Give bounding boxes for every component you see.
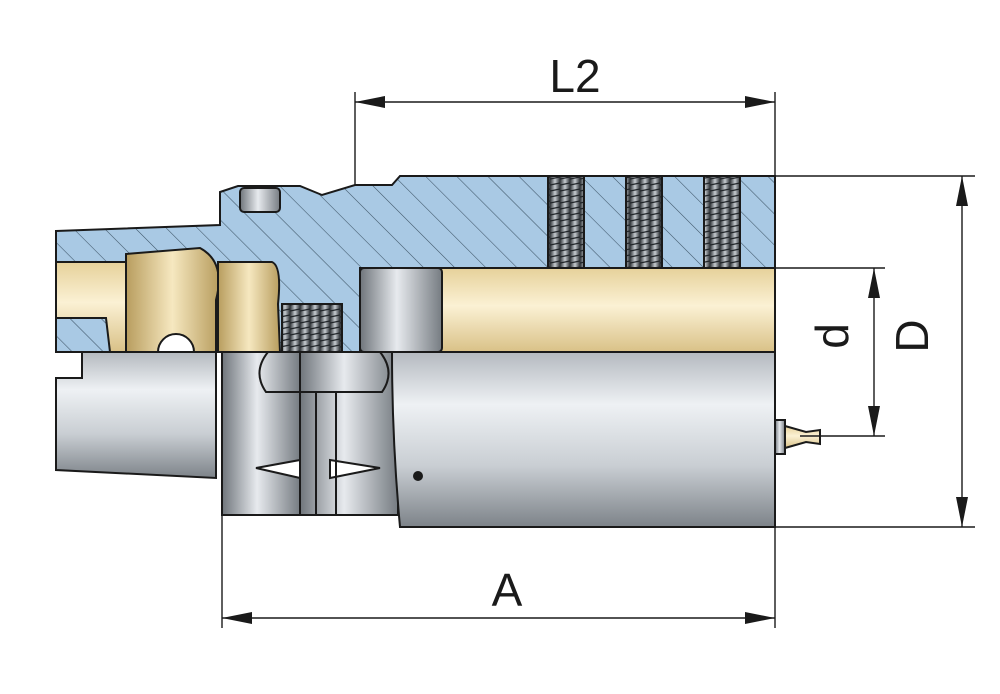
clamping-screw-2 — [625, 175, 663, 269]
d-arrow-bottom — [868, 406, 880, 436]
clamping-cone — [217, 261, 282, 353]
stop-ring — [359, 267, 443, 353]
keyway-left — [255, 458, 301, 480]
grease-nipple — [774, 419, 821, 455]
l2-arrow-left — [355, 96, 385, 108]
draw-bolt — [281, 303, 343, 353]
clamping-screw-1 — [547, 175, 585, 269]
d-small-label: d — [806, 323, 858, 349]
D-large-label: D — [886, 319, 938, 352]
l2-arrow-right — [745, 96, 775, 108]
flange — [221, 351, 301, 516]
shank-steel — [55, 351, 217, 480]
D-arrow-bottom — [956, 497, 968, 527]
flange-groove — [299, 351, 399, 516]
body-lower — [390, 351, 776, 528]
a-label: A — [492, 564, 523, 616]
a-arrow-left — [222, 612, 252, 624]
clamping-screw-3 — [703, 175, 741, 269]
d-arrow-top — [868, 268, 880, 298]
a-arrow-right — [745, 612, 775, 624]
drive-slot — [239, 187, 281, 213]
D-arrow-top — [956, 176, 968, 206]
flange-recess — [258, 351, 390, 393]
marking-dot — [413, 471, 423, 481]
l2-label: L2 — [549, 50, 600, 102]
bore-upper — [439, 267, 776, 353]
keyway-right — [329, 458, 381, 480]
